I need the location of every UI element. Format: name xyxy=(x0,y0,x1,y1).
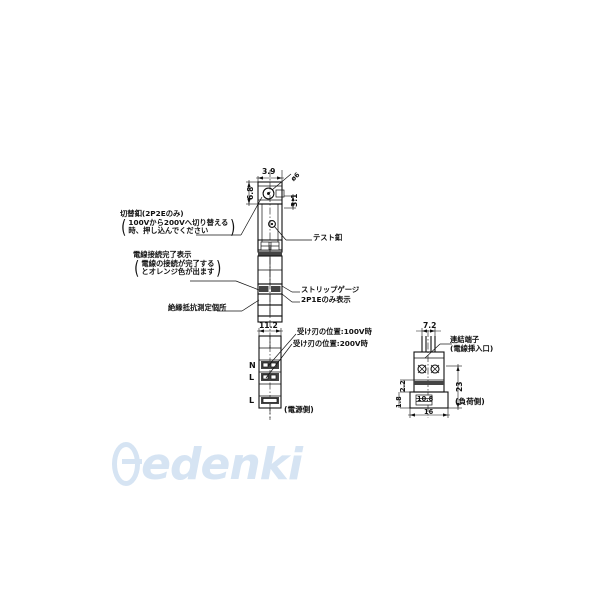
note-link-terminal: 連結端子 (電線挿入口) xyxy=(450,335,494,353)
note-connection-indicator-line1: 電線の接続が完了する xyxy=(141,258,215,268)
note-strip-gauge: ストリップゲージ xyxy=(301,285,360,294)
note-switch-button-title: 切替釦(2P2Eのみ) xyxy=(120,209,184,218)
dim-top-width: 3.9 xyxy=(262,167,276,176)
terminal-label-n: N xyxy=(249,361,256,370)
note-link-terminal-title: 連結端子 xyxy=(450,335,480,344)
terminal-label-l1: L xyxy=(249,373,255,382)
note-connection-indicator: 電線接続完了表示 ( 電線の接続が完了する とオレンジ色が出ます ) xyxy=(133,250,223,280)
note-blade-position-200v: 受け刃の位置:200V時 xyxy=(293,339,368,348)
note-connection-indicator-line2: とオレンジ色が出ます xyxy=(141,267,215,277)
dim-right-height: 3.1 xyxy=(290,193,299,207)
note-2p1e-display: 2P1Eのみ表示 xyxy=(301,295,351,304)
note-blade-position-100v: 受け刃の位置:100V時 xyxy=(297,327,372,336)
dim-detail-outer-width: 16 xyxy=(424,408,434,416)
dim-detail-left-small-2: 2.2 xyxy=(399,380,407,392)
note-switch-button-line1: 100Vから200Vへ切り替える xyxy=(128,217,229,227)
dim-body-width: 11.2 xyxy=(259,321,278,330)
dim-detail-inner-width: 10.8 xyxy=(417,395,434,403)
note-switch-button-body: ( 100Vから200Vへ切り替える 時、押し込んでください ) xyxy=(121,216,236,239)
terminal-label-l2: L xyxy=(249,396,255,405)
dim-detail-right-height: 23 xyxy=(455,381,464,392)
note-test-button: テスト釦 xyxy=(313,233,343,242)
label-load-side: (負荷側) xyxy=(455,397,485,406)
note-insulation-point: 絶縁抵抗測定個所 xyxy=(168,303,227,312)
note-switch-button: 切替釦(2P2Eのみ) ( 100Vから200Vへ切り替える 時、押し込んでくだ… xyxy=(120,209,237,239)
note-switch-button-line2: 時、押し込んでください xyxy=(128,226,209,236)
dim-detail-top-width: 7.2 xyxy=(423,321,437,330)
dim-left-height: 6.8 xyxy=(246,186,255,200)
note-connection-indicator-body: ( 電線の接続が完了する とオレンジ色が出ます ) xyxy=(134,257,222,280)
dim-detail-left-small-1: 1.8 xyxy=(395,396,403,408)
note-connection-indicator-title: 電線接続完了表示 xyxy=(133,250,192,259)
note-link-terminal-sub: (電線挿入口) xyxy=(450,343,494,353)
label-power-side: (電源側) xyxy=(284,405,314,414)
